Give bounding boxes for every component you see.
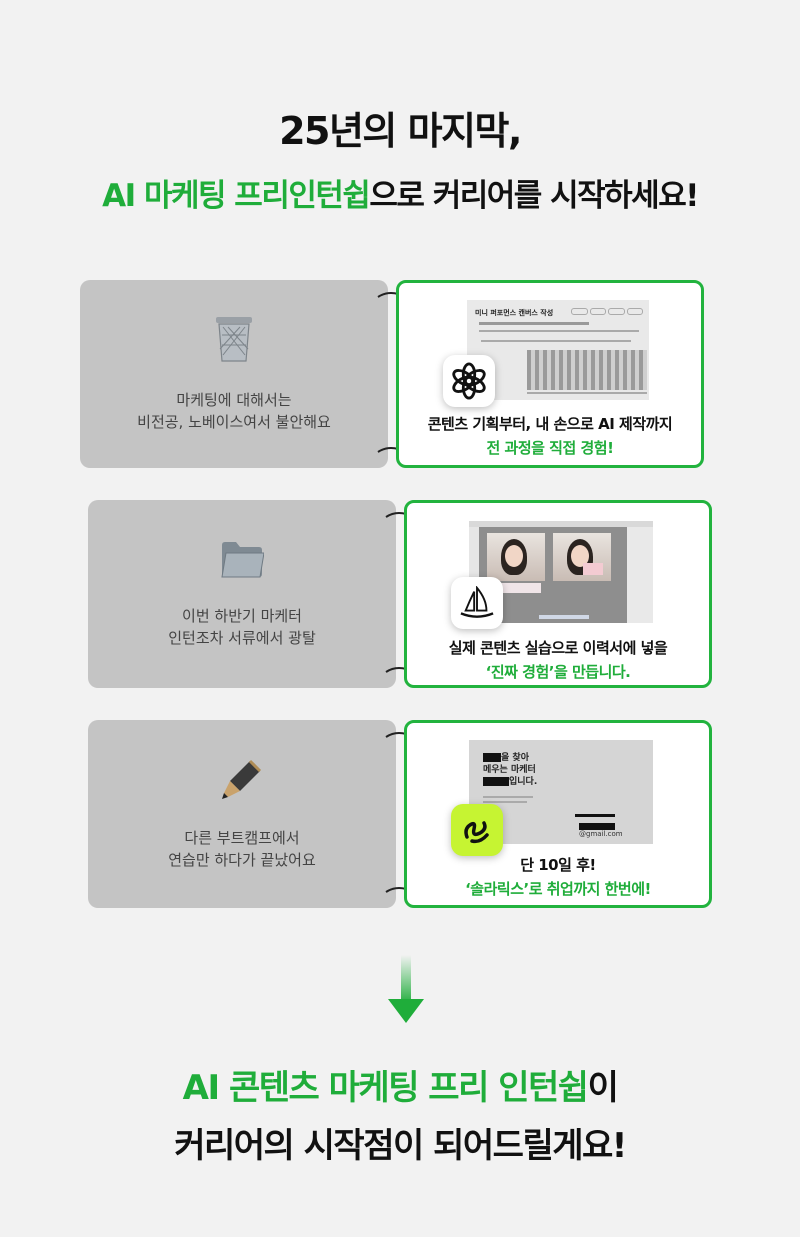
solution-card-3: 을 찾아 메우는 마케터 입니다. @gmail.com 단 10일 후! ‘솔… [404, 720, 712, 908]
headline-line-2: AI 마케팅 프리인턴쉽으로 커리어를 시작하세요! [0, 170, 800, 215]
solution-caption-3a: 단 10일 후! [520, 856, 596, 874]
screenshot-title: 미니 퍼포먼스 캔버스 작성 [475, 309, 554, 317]
midjourney-icon [451, 577, 503, 629]
solution-caption-1: 콘텐츠 기획부터, 내 손으로 AI 제작까지 전 과정을 직접 경험! [399, 412, 701, 460]
openai-icon [443, 355, 495, 407]
bottom-highlight: AI 콘텐츠 마케팅 프리 인턴쉽 [182, 1068, 589, 1108]
solution-card-2: 실제 콘텐츠 실습으로 이력서에 넣을 ‘진짜 경험’을 만듭니다. [404, 500, 712, 688]
solution-caption-2a: 실제 콘텐츠 실습으로 이력서에 넣을 [448, 639, 668, 657]
pain-point-text-2a: 이번 하반기 마케터 [182, 607, 302, 625]
headline-rest: 으로 커리어를 시작하세요! [369, 178, 699, 214]
pain-point-card-2: 이번 하반기 마케터 인턴조차 서류에서 광탈 [88, 500, 396, 688]
solution-caption-1a: 콘텐츠 기획부터, 내 손으로 AI 제작까지 [427, 415, 673, 433]
bottom-line-2: 커리어의 시작점이 되어드릴게요! [174, 1126, 627, 1166]
resume-line-3: 입니다. [509, 777, 538, 787]
bottom-line-1: AI 콘텐츠 마케팅 프리 인턴쉽이 [0, 1060, 800, 1109]
resume-line-1: 을 찾아 [501, 753, 529, 763]
pain-point-card-3: 다른 부트캠프에서 연습만 하다가 끝났어요 [88, 720, 396, 908]
pain-point-text-3a: 다른 부트캠프에서 [184, 829, 300, 847]
bottom-rest: 이 [587, 1068, 619, 1108]
pain-point-text-2b: 인턴조차 서류에서 광탈 [168, 629, 316, 647]
solution-card-1: 미니 퍼포먼스 캔버스 작성 콘텐츠 기획부터, 내 손으로 AI 제작까지 [396, 280, 704, 468]
headline-highlight: AI 마케팅 프리인턴쉽 [102, 178, 371, 214]
solution-caption-3b: ‘솔라릭스’로 취업까지 한번에! [465, 880, 651, 898]
resume-line-2: 메우는 마케터 [483, 765, 536, 775]
solution-caption-2b: ‘진짜 경험’을 만듭니다. [485, 663, 631, 681]
pen-icon [220, 757, 264, 807]
solution-caption-2: 실제 콘텐츠 실습으로 이력서에 넣을 ‘진짜 경험’을 만듭니다. [407, 636, 709, 684]
pain-point-text-1b: 비전공, 노베이스여서 불안해요 [137, 413, 331, 431]
screenshot-canvas-doc: 미니 퍼포먼스 캔버스 작성 [467, 300, 649, 400]
trash-can-icon [214, 315, 254, 369]
pain-point-text-3b: 연습만 하다가 끝났어요 [168, 851, 316, 869]
solarix-icon [451, 804, 503, 856]
folder-icon [220, 539, 265, 585]
pain-point-card-1: 마케팅에 대해서는 비전공, 노베이스여서 불안해요 [80, 280, 388, 468]
screenshot-resume: 을 찾아 메우는 마케터 입니다. @gmail.com [469, 740, 653, 844]
solution-caption-1b: 전 과정을 직접 경험! [486, 439, 614, 457]
photo-left [487, 533, 545, 581]
solution-caption-3: 단 10일 후! ‘솔라릭스’로 취업까지 한번에! [407, 853, 709, 901]
pain-point-text-1a: 마케팅에 대해서는 [176, 391, 292, 409]
down-arrow-icon [388, 955, 424, 1023]
headline-line-1: 25년의 마지막, [279, 109, 522, 153]
photo-right [553, 533, 611, 581]
resume-email: @gmail.com [579, 830, 623, 838]
